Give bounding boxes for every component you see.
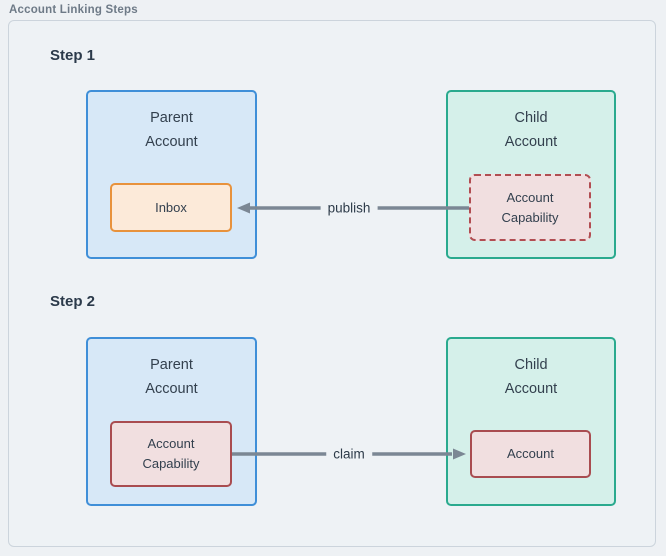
- parent-account-title-step1: Parent Account: [145, 110, 198, 150]
- account-capability-box-step1: Account Capability: [469, 174, 591, 241]
- account-capability-box-step2: Account Capability: [110, 421, 232, 487]
- child-account-title-step2: Child Account: [504, 357, 558, 397]
- parent-account-box-step2: Parent Account Account Capability: [86, 337, 257, 506]
- inbox-box-step1: Inbox: [110, 183, 232, 232]
- parent-account-title-step2: Parent Account: [145, 357, 198, 397]
- step-1-label: Step 1: [50, 47, 96, 64]
- child-account-box-step2: Child Account Account: [446, 337, 616, 506]
- step-2-label: Step 2: [50, 293, 96, 310]
- parent-account-box-step1: Parent Account Inbox: [86, 90, 257, 259]
- publish-arrow-label: publish: [320, 200, 378, 216]
- child-account-title-step1: Child Account: [504, 110, 558, 150]
- diagram-title: Account Linking Steps: [9, 4, 138, 16]
- claim-arrow-label: claim: [326, 446, 372, 462]
- child-account-box-step1: Child Account Account Capability: [446, 90, 616, 259]
- account-box-step2: Account: [470, 430, 591, 478]
